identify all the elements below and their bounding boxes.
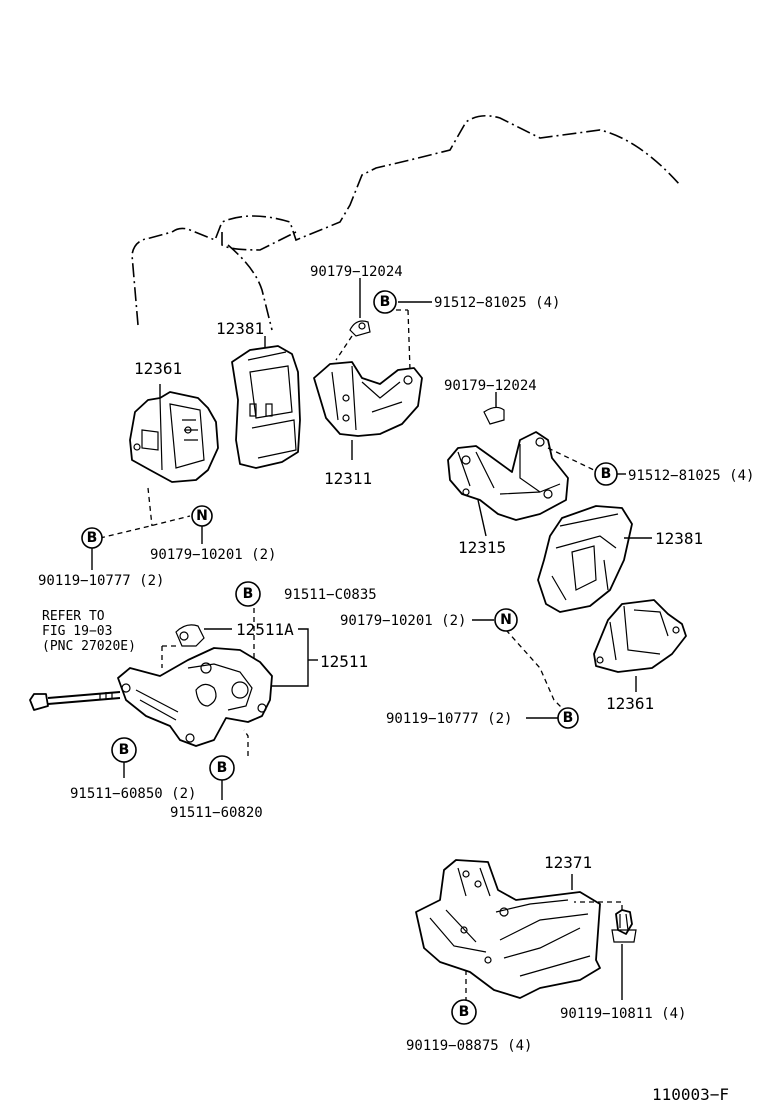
label-12361-left: 12361 xyxy=(134,359,182,378)
label-12381-upper: 12381 xyxy=(216,319,264,338)
bracket-12315 xyxy=(447,406,599,537)
label-90179-12024-right: 90179−12024 xyxy=(444,378,537,394)
label-refer-line2: FIG 19−03 xyxy=(42,624,112,639)
marker-b-text: B xyxy=(563,710,574,726)
label-refer-line1: REFER TO xyxy=(42,609,105,624)
marker-b-upper-left: B xyxy=(81,527,103,549)
marker-b-91511-60850: B xyxy=(111,737,137,763)
insulator-12381-upper xyxy=(231,336,301,469)
engine-outline xyxy=(131,114,681,331)
label-90179-12024-upper: 90179−12024 xyxy=(310,264,403,280)
marker-b-91512-right: B xyxy=(594,462,618,486)
label-91512-81025-upper: 91512−81025 (4) xyxy=(434,295,560,311)
marker-n-upper-left: N xyxy=(191,505,213,527)
label-91512-81025-right: 91512−81025 (4) xyxy=(628,468,754,484)
marker-b-91511-c0835: B xyxy=(235,581,261,607)
marker-b-text: B xyxy=(243,586,254,602)
marker-b-text: B xyxy=(380,294,391,310)
bracket-12311 xyxy=(313,309,423,460)
marker-b-text: B xyxy=(217,760,228,776)
mount-12361-right xyxy=(593,599,687,692)
marker-b-right-lower: B xyxy=(557,707,579,729)
marker-b-text: B xyxy=(119,742,130,758)
label-90119-08875: 90119−08875 (4) xyxy=(406,1038,532,1054)
label-12511a: 12511A xyxy=(236,620,294,639)
label-refer-line3: (PNC 27020E) xyxy=(42,639,136,654)
marker-n-right: N xyxy=(494,608,518,632)
label-12511: 12511 xyxy=(320,652,368,671)
figure-code: 110003−F xyxy=(652,1085,729,1104)
mount-12371 xyxy=(415,859,637,1000)
label-90119-10811: 90119−10811 (4) xyxy=(560,1006,686,1022)
part-labels: 12361 12381 90179−12024 91512−81025 (4) … xyxy=(38,264,754,1104)
marker-b-text: B xyxy=(459,1004,470,1020)
label-12315: 12315 xyxy=(458,538,506,557)
label-12361-right: 12361 xyxy=(606,694,654,713)
label-12371: 12371 xyxy=(544,853,592,872)
marker-n-text: N xyxy=(500,612,512,628)
marker-n-text: N xyxy=(196,508,208,524)
marker-b-91512-upper: B xyxy=(373,290,397,314)
callout-leaders xyxy=(91,278,626,800)
label-91511-60850: 91511−60850 (2) xyxy=(70,786,196,802)
label-90119-10777-left: 90119−10777 (2) xyxy=(38,573,164,589)
label-91511-60820: 91511−60820 xyxy=(170,805,263,821)
label-12381-right: 12381 xyxy=(655,529,703,548)
mount-12511 xyxy=(29,608,318,756)
marker-b-90119-08875: B xyxy=(451,999,477,1025)
marker-b-text: B xyxy=(87,530,98,546)
marker-b-text: B xyxy=(601,466,612,482)
mount-12361-left xyxy=(129,384,219,483)
label-90119-10777-right: 90119−10777 (2) xyxy=(386,711,512,727)
insulator-12381-right xyxy=(537,505,652,613)
label-12311: 12311 xyxy=(324,469,372,488)
label-90179-10201-left: 90179−10201 (2) xyxy=(150,547,276,563)
marker-b-91511-60820: B xyxy=(209,755,235,781)
label-91511-c0835: 91511−C0835 xyxy=(284,587,377,603)
label-90179-10201-right: 90179−10201 (2) xyxy=(340,613,466,629)
